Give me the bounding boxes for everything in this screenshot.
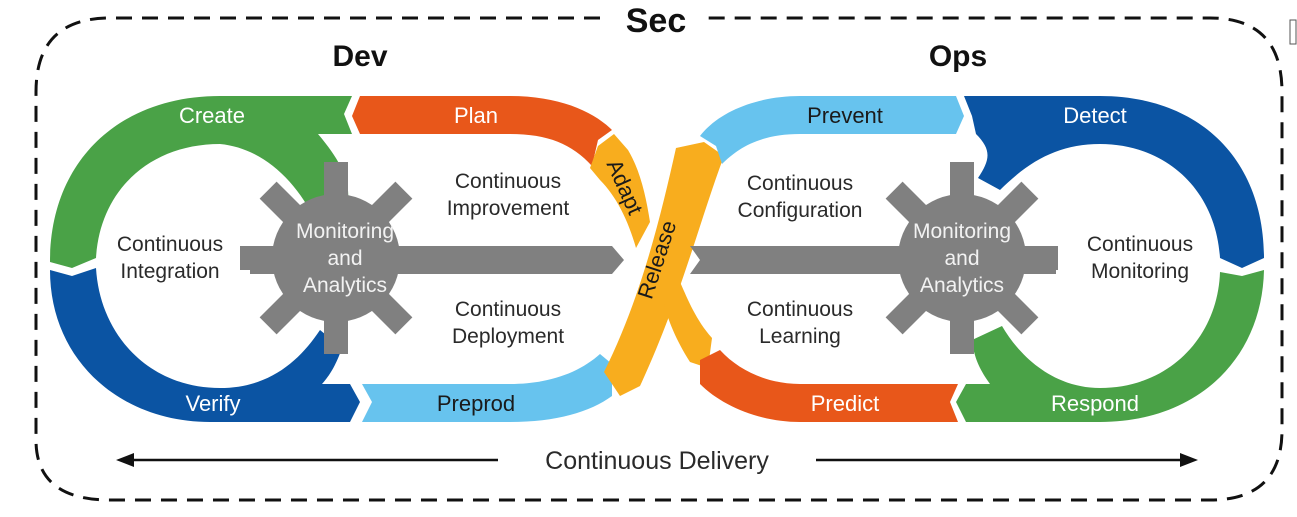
label-preprod: Preprod <box>437 391 515 416</box>
dev-heading: Dev <box>332 40 387 73</box>
segment-verify <box>50 268 360 422</box>
segment-release-tail <box>664 282 712 368</box>
sec-title: Sec <box>626 2 687 40</box>
arrow-left-icon <box>116 453 134 467</box>
continuous-improvement-line-1: Continuous <box>455 170 561 193</box>
continuous-deployment-line-1: Continuous <box>455 298 561 321</box>
dev-gear-line-1: Monitoring <box>296 220 394 243</box>
arrow-right-icon <box>1180 453 1198 467</box>
dev-gear-line-2: and <box>327 247 362 270</box>
segment-adapt <box>590 134 650 248</box>
continuous-integration-line-2: Integration <box>120 260 219 283</box>
segment-detect <box>964 96 1264 268</box>
label-plan: Plan <box>454 103 498 128</box>
label-prevent: Prevent <box>807 103 883 128</box>
continuous-configuration-line-1: Continuous <box>747 172 853 195</box>
continuous-improvement-line-2: Improvement <box>447 197 570 220</box>
segment-predict <box>700 350 958 422</box>
continuous-configuration-line-2: Configuration <box>738 199 863 222</box>
segment-create <box>50 96 352 268</box>
segment-release <box>604 142 724 396</box>
continuous-integration-line-1: Continuous <box>117 233 223 256</box>
sec-boundary <box>34 16 1284 502</box>
dev-gear-icon <box>240 162 432 354</box>
label-verify: Verify <box>185 391 240 416</box>
segment-respond <box>956 270 1264 422</box>
ops-gear-line-3: Analytics <box>920 274 1004 297</box>
ops-gear-icon <box>866 162 1058 354</box>
segment-prevent <box>700 96 964 164</box>
continuous-learning-line-1: Continuous <box>747 298 853 321</box>
ops-heading: Ops <box>929 40 987 73</box>
continuous-monitoring-line-1: Continuous <box>1087 233 1193 256</box>
ops-gear-line-1: Monitoring <box>913 220 1011 243</box>
segment-preprod <box>362 354 612 422</box>
continuous-learning-line-2: Learning <box>759 325 841 348</box>
ops-gear-line-2: and <box>944 247 979 270</box>
segment-plan <box>352 96 612 166</box>
dev-gear-line-3: Analytics <box>303 274 387 297</box>
label-predict: Predict <box>811 391 879 416</box>
continuous-delivery-label: Continuous Delivery <box>545 447 769 475</box>
edge-artifact <box>1289 19 1297 45</box>
label-respond: Respond <box>1051 391 1139 416</box>
label-detect: Detect <box>1063 103 1127 128</box>
continuous-monitoring-line-2: Monitoring <box>1091 260 1189 283</box>
label-create: Create <box>179 103 245 128</box>
continuous-deployment-line-2: Deployment <box>452 325 564 348</box>
